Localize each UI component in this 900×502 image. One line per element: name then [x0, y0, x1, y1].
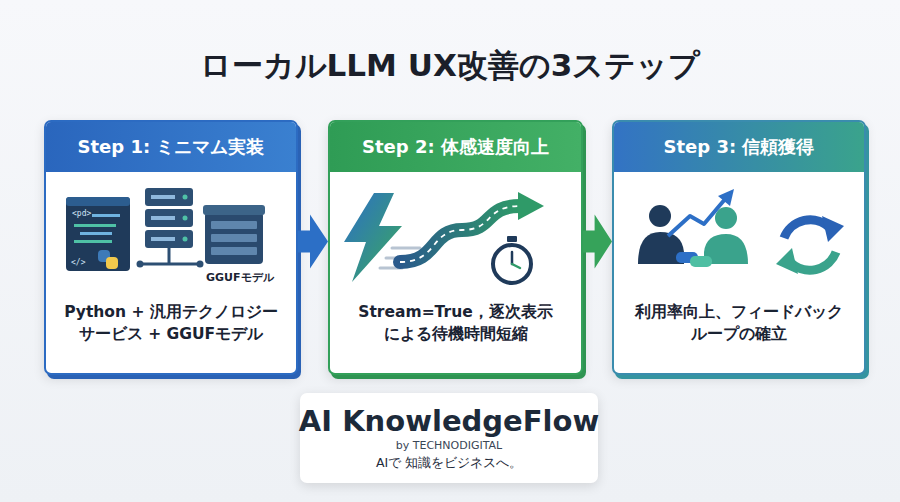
flow-arrow: [583, 215, 612, 269]
model-label: GGUFモデル: [206, 270, 274, 285]
code-tag: <pd>: [72, 209, 91, 218]
step-header: Step 2: 体感速度向上: [330, 122, 581, 172]
brand-tagline: AIで 知識をビジネスへ。: [376, 454, 522, 472]
step-card: Step 1: ミニマム実装 Python + 汎用テクノロジー サービス + G…: [44, 120, 298, 375]
brand-box: AI KnowledgeFlowby TECHNODIGITALAIで 知識をビ…: [300, 393, 598, 483]
step-description: Python + 汎用テクノロジー サービス + GGUFモデル: [56, 302, 286, 345]
diagram-title: ローカルLLM UX改善の3ステップ: [0, 40, 900, 90]
step-description: Stream=True，逐次表示 による待機時間短縮: [340, 302, 571, 345]
code-tag: </>: [71, 258, 85, 267]
step-card: Step 2: 体感速度向上 Stream=True，逐次表示 による待機時間短縮: [328, 120, 583, 375]
step-header: Step 1: ミニマム実装: [46, 122, 296, 172]
step-description: 利用率向上、フィードバック ループの確立: [624, 302, 854, 345]
brand-name: AI KnowledgeFlow: [299, 405, 599, 438]
step-card: Step 3: 信頼獲得利用率向上、フィードバック ループの確立: [612, 120, 866, 375]
step-header: Step 3: 信頼獲得: [614, 122, 864, 172]
brand-company: by TECHNODIGITAL: [396, 438, 503, 453]
flow-arrow: [298, 215, 328, 269]
